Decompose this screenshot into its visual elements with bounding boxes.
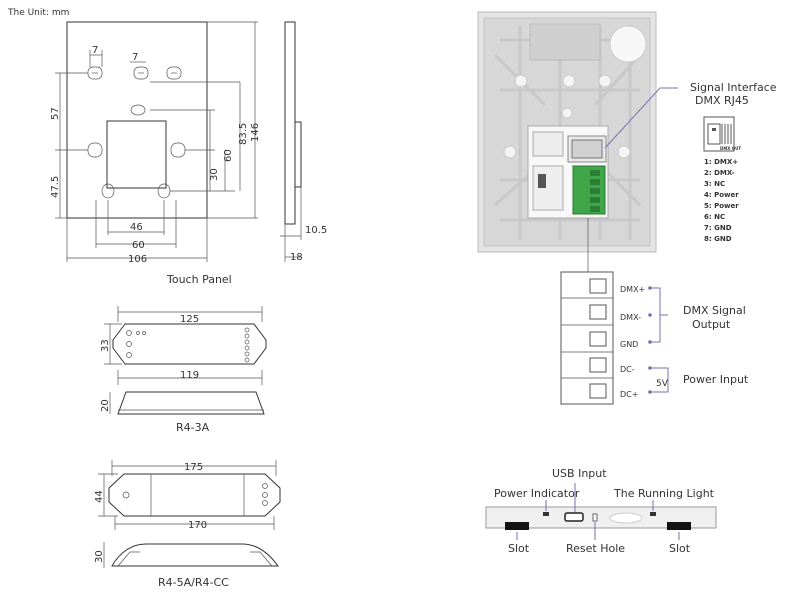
dim-47-5: 47.5 xyxy=(50,176,61,198)
dmx-output-subtitle: Output xyxy=(692,318,731,331)
dim-146: 146 xyxy=(250,123,261,142)
pinout-list: 1: DMX+ 2: DMX- 3: NC 4: Power 5: Power … xyxy=(704,158,739,243)
dim-30: 30 xyxy=(209,168,220,181)
pinout-item: 2: DMX- xyxy=(704,169,735,177)
voltage-label: 5V xyxy=(656,379,669,389)
running-light-label: The Running Light xyxy=(613,487,715,500)
touch-panel-side-drawing: 10.5 18 xyxy=(280,21,327,263)
pinout-item: 8: GND xyxy=(704,235,732,243)
pinout-item: 6: NC xyxy=(704,213,725,221)
rj45-icon-label: DMX OUT xyxy=(720,146,741,151)
dim-33: 33 xyxy=(100,339,111,352)
terminal-label-dc-plus: DC+ xyxy=(620,390,638,399)
slot-left-label: Slot xyxy=(508,542,530,555)
dim-44: 44 xyxy=(94,490,105,503)
terminal-label-gnd: GND xyxy=(620,340,638,349)
reset-hole-label: Reset Hole xyxy=(566,542,625,555)
terminal-block xyxy=(560,271,614,405)
r4-3a-drawing xyxy=(104,306,267,415)
touch-panel-caption: Touch Panel xyxy=(166,273,232,286)
terminal-label-dmx-plus: DMX+ xyxy=(620,285,645,294)
dim-60-horizontal: 60 xyxy=(132,240,145,251)
panel-back-photo xyxy=(477,11,657,253)
touch-panel-front-drawing: 7 7 57 47.5 60 30 83.5 146 46 60 106 xyxy=(50,21,261,265)
dim-175: 175 xyxy=(184,462,203,473)
r4-5a-caption: R4-5A/R4-CC xyxy=(158,576,229,589)
dim-106: 106 xyxy=(128,254,147,265)
panel-bottom-edge-drawing xyxy=(485,506,717,530)
unit-label: The Unit: mm xyxy=(7,8,69,18)
r4-3a-caption: R4-3A xyxy=(176,421,210,434)
power-input-label: Power Input xyxy=(683,373,749,386)
dim-119: 119 xyxy=(180,370,199,381)
terminal-label-dmx-minus: DMX- xyxy=(620,313,641,322)
pinout-item: 5: Power xyxy=(704,202,739,210)
signal-interface-connector: DMX RJ45 xyxy=(695,94,749,107)
r4-5a-drawing xyxy=(98,460,281,568)
power-bracket xyxy=(648,366,669,394)
dim-7-right: 7 xyxy=(132,52,138,63)
usb-input-label: USB Input xyxy=(552,467,607,480)
pinout-item: 4: Power xyxy=(704,191,739,199)
dim-18: 18 xyxy=(290,252,303,263)
rj45-connector-icon xyxy=(703,116,735,152)
power-indicator-label: Power Indicator xyxy=(494,487,580,500)
slot-right-label: Slot xyxy=(669,542,691,555)
dim-60-vertical: 60 xyxy=(223,149,234,162)
dim-170: 170 xyxy=(188,520,207,531)
dmx-bracket xyxy=(648,286,668,344)
dim-7-left: 7 xyxy=(92,45,98,56)
dmx-output-title: DMX Signal xyxy=(683,304,746,317)
pinout-item: 3: NC xyxy=(704,180,725,188)
pinout-item: 1: DMX+ xyxy=(704,158,738,166)
dim-57: 57 xyxy=(50,107,61,120)
dim-83-5: 83.5 xyxy=(238,123,249,145)
signal-interface-title: Signal Interface xyxy=(690,81,777,94)
terminal-label-dc-minus: DC- xyxy=(620,365,635,374)
dim-30-r4-5a: 30 xyxy=(94,550,105,563)
pinout-item: 7: GND xyxy=(704,224,732,232)
dim-20: 20 xyxy=(100,399,111,412)
dim-46: 46 xyxy=(130,222,143,233)
dim-10-5: 10.5 xyxy=(305,225,327,236)
dim-125: 125 xyxy=(180,314,199,325)
